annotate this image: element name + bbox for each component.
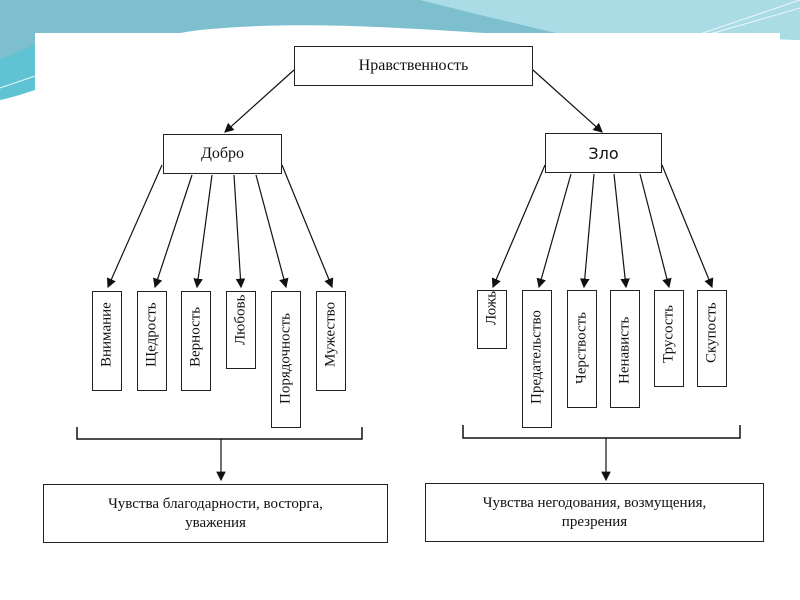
evil-item-label: Скупость xyxy=(703,302,720,363)
good-item-label: Верность xyxy=(187,306,204,367)
arrow-root-to-evil xyxy=(532,69,603,133)
arrow-evil-5 xyxy=(639,173,672,289)
arrow-good-6 xyxy=(281,164,334,289)
root-node: Нравственность xyxy=(294,46,533,86)
good-result-box: Чувства благодарности, восторга, уважени… xyxy=(43,484,388,543)
good-item-box: Порядочность xyxy=(271,291,301,428)
evil-result-box: Чувства негодования, возмущения, презрен… xyxy=(425,483,764,542)
evil-item-label: Трусость xyxy=(660,305,677,363)
bracket-evil xyxy=(462,425,741,439)
evil-item-box: Ненависть xyxy=(610,290,640,408)
good-result-label: Чувства благодарности, восторга, уважени… xyxy=(108,495,323,531)
good-item-box: Внимание xyxy=(92,291,122,391)
arrow-good-3 xyxy=(193,174,213,289)
arrow-evil-4 xyxy=(613,173,630,289)
good-item-label: Щедрость xyxy=(143,302,160,367)
evil-item-label: Черствость xyxy=(573,311,590,384)
root-node-label: Нравственность xyxy=(358,57,469,74)
good-item-label: Мужество xyxy=(322,301,339,367)
arrow-evil-6 xyxy=(661,164,714,289)
evil-node-label: Зло xyxy=(588,143,619,163)
good-node-label: Добро xyxy=(200,145,245,162)
arrow-evil-3 xyxy=(579,173,595,289)
evil-item-label: Ложь xyxy=(483,290,500,325)
good-item-label: Любовь xyxy=(232,294,249,345)
good-item-box: Мужество xyxy=(316,291,346,391)
evil-item-box: Трусость xyxy=(654,290,684,387)
arrow-evil-2 xyxy=(536,173,572,289)
evil-item-box: Предательство xyxy=(522,290,552,428)
evil-item-label: Предательство xyxy=(528,310,545,404)
good-item-box: Верность xyxy=(181,291,211,391)
evil-result-label: Чувства негодования, возмущения, презрен… xyxy=(482,494,707,530)
arrow-root-to-good xyxy=(224,69,295,133)
evil-node: Зло xyxy=(545,133,662,173)
evil-item-label: Ненависть xyxy=(616,316,633,384)
good-node: Добро xyxy=(163,134,282,174)
arrow-good-5 xyxy=(255,174,289,289)
arrow-good-1 xyxy=(107,164,163,289)
good-item-box: Любовь xyxy=(226,291,256,369)
arrow-good-2 xyxy=(153,174,193,289)
good-item-label: Внимание xyxy=(98,302,115,367)
good-item-label: Порядочность xyxy=(277,313,294,404)
evil-item-box: Скупость xyxy=(697,290,727,387)
arrow-good-4 xyxy=(233,174,246,289)
bracket-good xyxy=(76,427,363,440)
arrow-evil-1 xyxy=(491,164,546,289)
good-item-box: Щедрость xyxy=(137,291,167,391)
evil-item-box: Черствость xyxy=(567,290,597,408)
evil-item-box: Ложь xyxy=(477,290,507,349)
